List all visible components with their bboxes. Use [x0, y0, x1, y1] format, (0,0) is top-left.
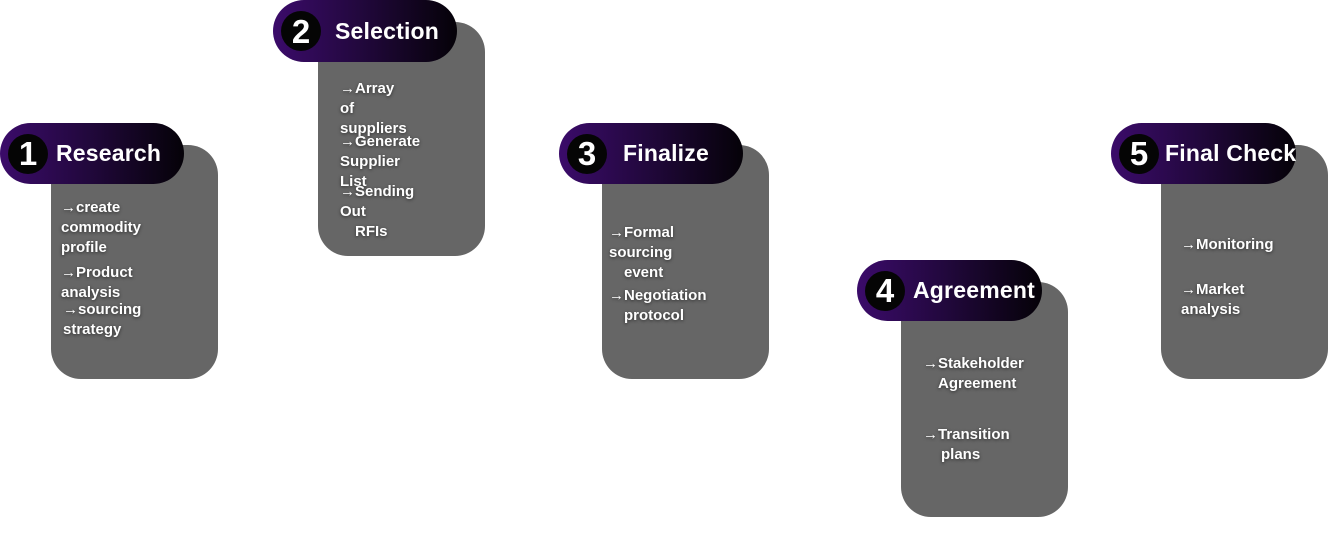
step-5-card [1161, 145, 1328, 379]
step-3-item-2: →Negotiation protocol [609, 287, 707, 324]
step-1-header: 1 Research [0, 123, 184, 184]
step-3-title: Finalize [623, 140, 709, 166]
step-2-item-2: →Generate Supplier List [340, 133, 421, 190]
step-1-card [51, 145, 218, 379]
step-4-item-2: →Transition plans [923, 426, 1010, 463]
step-4-header: 4 Agreement [857, 260, 1042, 321]
step-5-item-2: →Market analysis [1181, 281, 1245, 318]
step-2-header: 2 Selection [273, 0, 457, 62]
step-2-title: Selection [335, 17, 440, 44]
step-5-title: Final Check [1165, 140, 1297, 166]
step-1-item-2: →Product analysis [61, 264, 133, 301]
step-4-title: Agreement [913, 277, 1035, 303]
step-1-item-3: →sourcing strategy [63, 301, 142, 338]
step-5-item-1: →Monitoring [1181, 236, 1274, 253]
step-3-number: 3 [567, 133, 607, 174]
step-1-title: Research [56, 140, 162, 166]
step-1-item-1: →create commodity profile [61, 199, 142, 256]
step-3-item-1: →Formal sourcing event [609, 224, 675, 281]
step-5-number: 5 [1119, 133, 1159, 174]
step-2-number: 2 [281, 11, 321, 51]
step-4-card [901, 282, 1068, 517]
step-1-number: 1 [8, 133, 48, 174]
step-5-header: 5 Final Check [1111, 123, 1296, 184]
step-2-item-3: →Sending Out RFIs [340, 183, 415, 240]
step-4-number: 4 [865, 270, 905, 311]
step-3-card [602, 145, 769, 379]
step-3-header: 3 Finalize [559, 123, 743, 184]
step-2-item-1: →Array of suppliers [340, 80, 407, 137]
step-4-item-1: →Stakeholder Agreement [923, 355, 1024, 392]
